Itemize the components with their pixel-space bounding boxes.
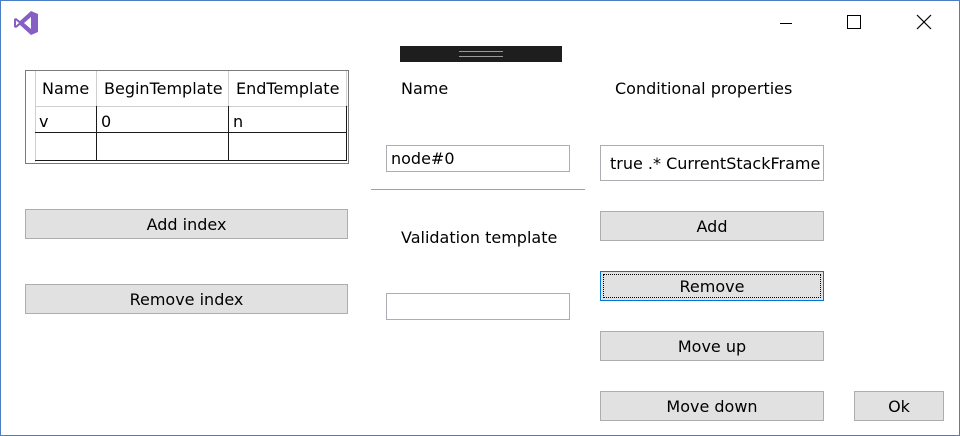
add-button[interactable]: Add xyxy=(600,211,824,241)
grip-icon xyxy=(459,51,503,57)
move-up-button[interactable]: Move up xyxy=(600,331,824,361)
grid-cell[interactable] xyxy=(229,133,347,161)
drag-handle[interactable] xyxy=(400,46,562,62)
add-index-button[interactable]: Add index xyxy=(25,209,348,239)
conditional-properties-list-item[interactable]: true .* CurrentStackFrame xyxy=(600,145,824,181)
separator xyxy=(371,189,585,190)
grid-cell[interactable] xyxy=(35,133,97,161)
column-header-end-template[interactable]: EndTemplate xyxy=(229,71,347,106)
conditional-properties-label: Conditional properties xyxy=(615,79,793,98)
table-row[interactable] xyxy=(35,133,348,161)
column-header-begin-template[interactable]: BeginTemplate xyxy=(97,71,229,106)
grid-cell[interactable]: v xyxy=(35,106,97,133)
grid-header-row: Name BeginTemplate EndTemplate xyxy=(35,71,348,107)
remove-index-button[interactable]: Remove index xyxy=(25,284,348,314)
ok-button[interactable]: Ok xyxy=(854,391,944,421)
maximize-icon xyxy=(846,14,862,34)
close-button[interactable] xyxy=(901,2,947,46)
row-header-column xyxy=(26,71,36,162)
grid-cell[interactable]: n xyxy=(229,106,347,133)
grid-cell[interactable] xyxy=(97,133,229,161)
validation-template-input[interactable] xyxy=(386,293,570,320)
minimize-icon xyxy=(779,15,793,34)
grid-cell[interactable]: 0 xyxy=(97,106,229,133)
validation-template-label: Validation template xyxy=(401,228,558,247)
remove-button[interactable]: Remove xyxy=(600,271,824,301)
close-icon xyxy=(916,14,932,34)
table-row[interactable]: v 0 n xyxy=(35,106,348,133)
move-down-button[interactable]: Move down xyxy=(600,391,824,421)
column-header-name[interactable]: Name xyxy=(35,71,97,106)
index-grid[interactable]: Name BeginTemplate EndTemplate v 0 n xyxy=(25,70,349,164)
minimize-button[interactable] xyxy=(763,2,809,46)
maximize-button[interactable] xyxy=(831,2,877,46)
name-input[interactable]: node#0 xyxy=(386,145,570,172)
name-label: Name xyxy=(401,79,449,98)
visual-studio-logo-icon xyxy=(13,10,39,36)
